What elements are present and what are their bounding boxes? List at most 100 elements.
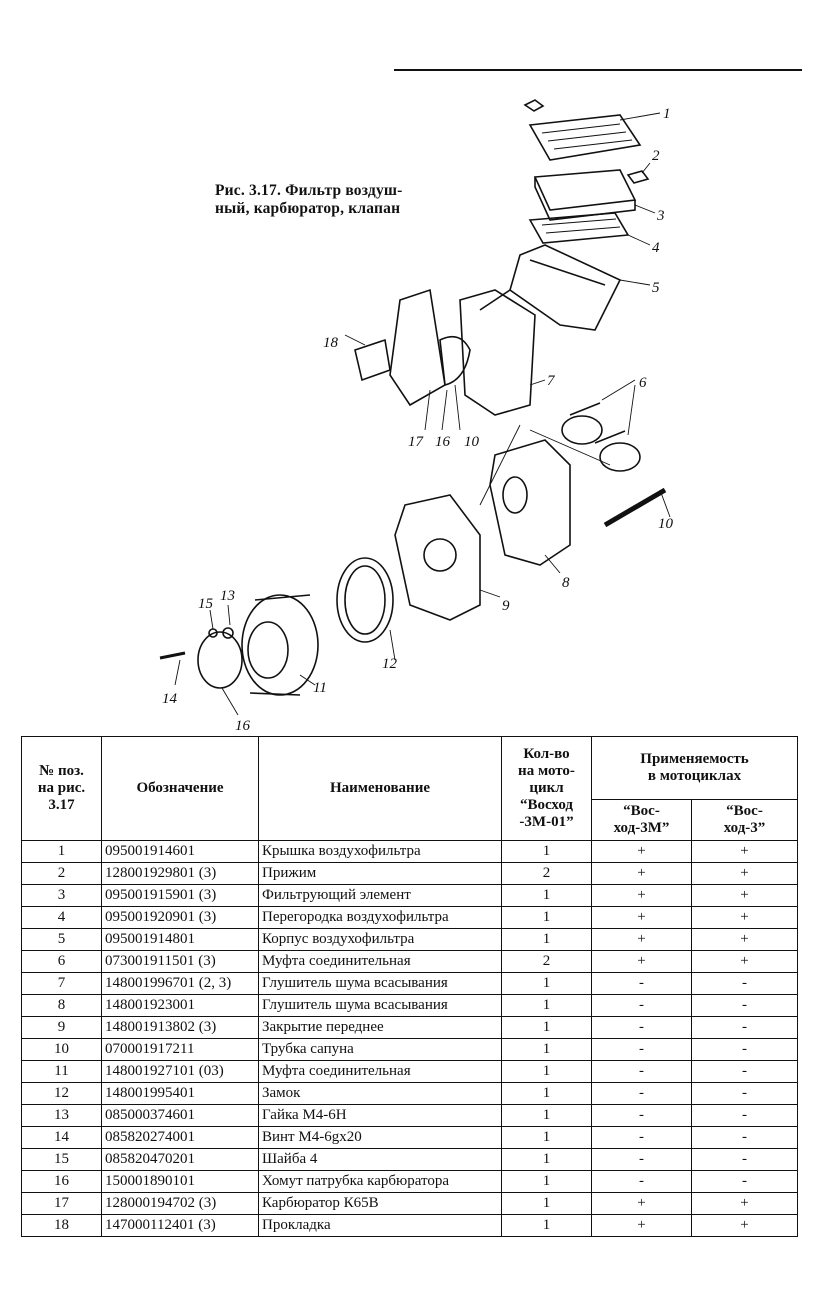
cell-position: 15 xyxy=(21,1148,102,1171)
cell-qty: 1 xyxy=(501,1104,592,1127)
cell-code: 085820274001 xyxy=(101,1126,259,1149)
part-silencer-housing xyxy=(489,439,571,566)
label-4: 4 xyxy=(652,240,660,256)
cell-voskhod-3m: - xyxy=(591,1082,692,1105)
cell-name: Прокладка xyxy=(258,1214,502,1237)
part-filter-body-edges xyxy=(479,259,606,311)
cell-voskhod-3m: + xyxy=(591,1192,692,1215)
header-qty: Кол-во на мото- цикл “Восход -3М-01” xyxy=(501,736,592,841)
cell-code: 095001914601 xyxy=(101,840,259,863)
cell-name: Трубка сапуна xyxy=(258,1038,502,1061)
part-front-cover-hole xyxy=(423,538,457,572)
cell-voskhod-3: + xyxy=(690,1214,799,1237)
cell-position: 17 xyxy=(21,1192,102,1215)
label-3: 3 xyxy=(656,208,665,224)
cell-voskhod-3m: - xyxy=(591,972,692,995)
cell-code: 148001995401 xyxy=(101,1082,259,1105)
part-muff-inner xyxy=(247,621,289,679)
part-filter-body xyxy=(509,244,622,331)
cell-position: 12 xyxy=(21,1082,102,1105)
label-1: 1 xyxy=(663,106,671,122)
cell-position: 18 xyxy=(21,1214,102,1237)
cell-voskhod-3m: + xyxy=(591,906,692,929)
cell-name: Глушитель шума всасывания xyxy=(258,972,502,995)
cell-voskhod-3m: - xyxy=(591,1170,692,1193)
part-filter-cover-ribs xyxy=(541,123,633,150)
cell-name: Муфта соединительная xyxy=(258,950,502,973)
part-gasket xyxy=(354,338,391,382)
cell-name: Хомут патрубка карбюратора xyxy=(258,1170,502,1193)
caption-line-1: Рис. 3.17. Фильтр воздуш- xyxy=(215,182,403,199)
cell-code: 073001911501 (3) xyxy=(101,950,259,973)
label-2: 2 xyxy=(652,148,660,164)
exploded-diagram: 1 2 3 4 5 6 7 8 9 10 10 11 12 13 15 14 1… xyxy=(150,85,690,735)
label-17: 17 xyxy=(408,434,425,450)
cell-qty: 1 xyxy=(501,906,592,929)
cell-qty: 1 xyxy=(501,1016,592,1039)
cell-qty: 1 xyxy=(501,1126,592,1149)
cell-qty: 1 xyxy=(501,1148,592,1171)
cell-voskhod-3m: - xyxy=(591,1060,692,1083)
cell-code: 148001923001 xyxy=(101,994,259,1017)
part-filter-element xyxy=(533,169,637,211)
cell-voskhod-3m: - xyxy=(591,1038,692,1061)
cell-position: 7 xyxy=(21,972,102,995)
cell-name: Винт М4-6gх20 xyxy=(258,1126,502,1149)
part-filter-cover xyxy=(528,114,642,161)
cell-position: 11 xyxy=(21,1060,102,1083)
cell-qty: 1 xyxy=(501,994,592,1017)
label-8: 8 xyxy=(562,575,570,591)
part-carb-clamp xyxy=(439,335,471,386)
cell-voskhod-3m: + xyxy=(591,1214,692,1237)
cell-voskhod-3: + xyxy=(690,1192,799,1215)
part-nut xyxy=(222,627,234,639)
part-coupling-b xyxy=(599,442,641,472)
cell-voskhod-3: + xyxy=(690,928,799,951)
cell-voskhod-3: - xyxy=(690,994,799,1017)
cell-code: 095001914801 xyxy=(101,928,259,951)
cell-voskhod-3: + xyxy=(690,840,799,863)
label-18: 18 xyxy=(323,335,339,351)
label-14: 15 xyxy=(198,596,214,612)
cell-code: 148001996701 (2, 3) xyxy=(101,972,259,995)
caption-line-2: ный, карбюратор, клапан xyxy=(215,200,401,217)
cell-qty: 1 xyxy=(501,884,592,907)
part-hose-clamp xyxy=(197,631,243,689)
cell-code: 085820470201 xyxy=(101,1148,259,1171)
cell-qty: 1 xyxy=(501,1082,592,1105)
label-16b: 16 xyxy=(435,434,451,450)
cell-voskhod-3: + xyxy=(690,862,799,885)
cell-voskhod-3: - xyxy=(690,1060,799,1083)
cell-code: 147000112401 (3) xyxy=(101,1214,259,1237)
cell-code: 150001890101 xyxy=(101,1170,259,1193)
cell-qty: 1 xyxy=(501,1214,592,1237)
cell-voskhod-3: - xyxy=(690,1082,799,1105)
cell-voskhod-3m: + xyxy=(591,928,692,951)
cell-code: 128001929801 (3) xyxy=(101,862,259,885)
cell-name: Карбюратор К65В xyxy=(258,1192,502,1215)
cell-voskhod-3: - xyxy=(690,1148,799,1171)
part-lock-ring xyxy=(336,557,394,643)
label-12: 12 xyxy=(382,656,398,672)
cell-voskhod-3m: + xyxy=(591,862,692,885)
cell-position: 1 xyxy=(21,840,102,863)
cell-voskhod-3: + xyxy=(690,884,799,907)
cell-position: 9 xyxy=(21,1016,102,1039)
cell-voskhod-3m: - xyxy=(591,994,692,1017)
cell-voskhod-3m: + xyxy=(591,884,692,907)
part-filter-element-side xyxy=(534,177,636,221)
cell-code: 085000374601 xyxy=(101,1104,259,1127)
label-5: 5 xyxy=(652,280,660,296)
cell-voskhod-3: - xyxy=(690,1038,799,1061)
